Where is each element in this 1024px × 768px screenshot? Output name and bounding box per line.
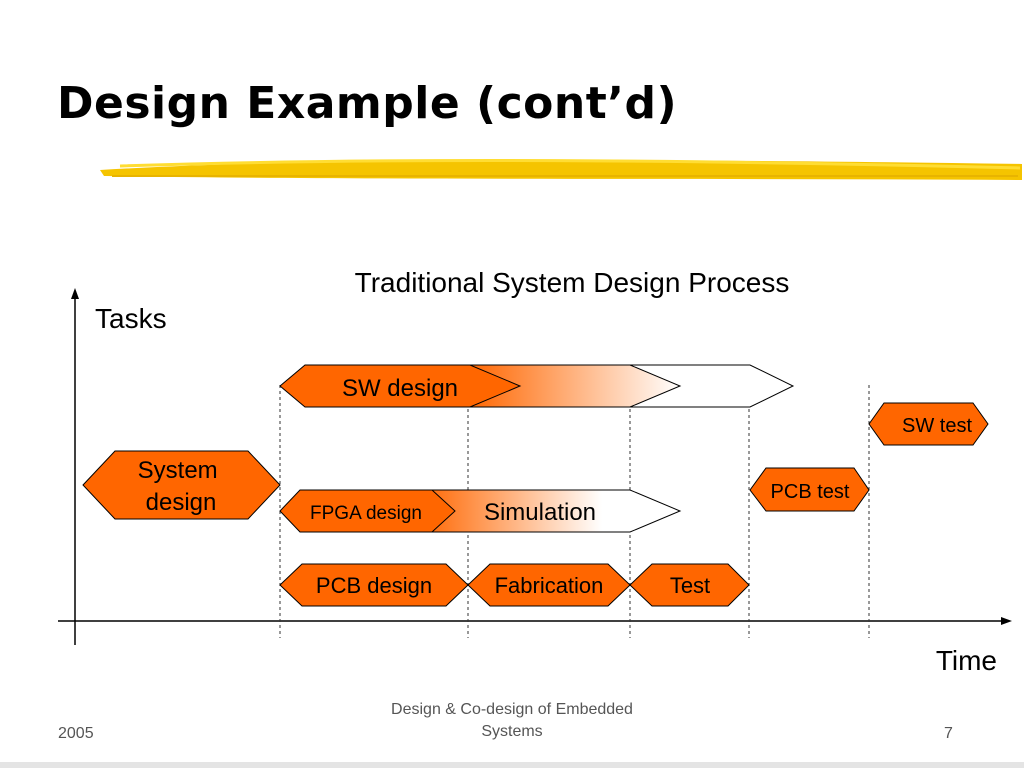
task-pcb-design: PCB design: [279, 563, 469, 607]
pcb-design-label: PCB design: [316, 573, 432, 598]
system-design-label: System design: [138, 457, 225, 516]
footer-year: 2005: [58, 725, 94, 742]
task-test: Test: [629, 563, 750, 607]
bottom-strip: [0, 762, 1024, 768]
footer-course-line2: Systems: [481, 723, 543, 740]
task-sw-design: SW design: [279, 364, 795, 408]
task-sw-test: SW test: [868, 402, 989, 446]
y-axis-label: Tasks: [95, 303, 167, 334]
pcb-test-label: PCB test: [771, 481, 850, 503]
fpga-design-label: FPGA design: [310, 503, 422, 524]
fabrication-label: Fabrication: [495, 573, 604, 598]
task-fabrication: Fabrication: [467, 563, 631, 607]
system-design-label-line1: System: [138, 457, 218, 484]
footer-course: Design & Co-design of Embedded Systems: [340, 699, 684, 743]
x-axis-label: Time: [936, 645, 997, 676]
sw-design-shape: [279, 364, 522, 408]
task-pcb-test: PCB test: [749, 467, 870, 512]
task-fpga-design: FPGA design: [279, 489, 456, 533]
test-label: Test: [670, 573, 710, 598]
slide-title: Design Example (cont’d): [57, 78, 678, 129]
x-axis: [58, 617, 1012, 625]
title-underline: [100, 158, 1022, 180]
task-system-design: System design: [82, 450, 281, 520]
system-design-label-line2: design: [146, 489, 217, 516]
simulation-label: Simulation: [484, 499, 596, 526]
sw-test-label: SW test: [902, 415, 972, 437]
y-axis: [71, 288, 79, 645]
task-simulation: Simulation: [418, 489, 682, 533]
footer-page-number: 7: [944, 725, 953, 742]
footer-course-line1: Design & Co-design of Embedded: [391, 701, 633, 718]
diagram-heading: Traditional System Design Process: [355, 267, 790, 298]
sw-design-label: SW design: [342, 375, 458, 402]
